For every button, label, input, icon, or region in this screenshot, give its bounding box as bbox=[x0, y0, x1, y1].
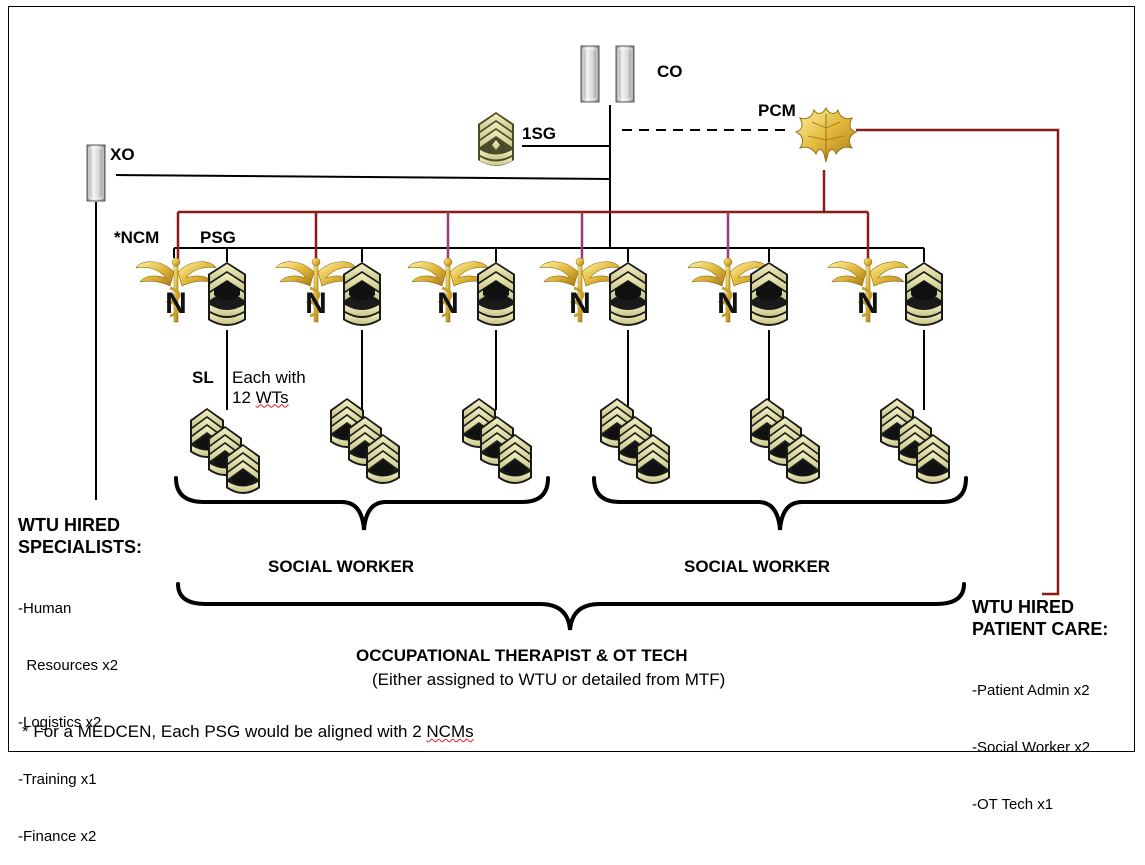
specialists-title-line1: WTU HIRED bbox=[18, 515, 120, 535]
list-item: -OT Tech x1 bbox=[972, 796, 1054, 813]
list-item: Resources x2 bbox=[18, 657, 119, 674]
sergeant-first-class-insignia bbox=[750, 262, 788, 326]
staff-sergeant-insignia bbox=[750, 398, 820, 484]
staff-sergeant-insignia bbox=[600, 398, 670, 484]
grouping-braces bbox=[174, 476, 968, 631]
staff-sergeant-insignia bbox=[190, 408, 260, 494]
first-sergeant-insignia bbox=[478, 112, 514, 166]
sergeant-first-class-insignia bbox=[343, 262, 381, 326]
squad-note: Each with 12 WTs bbox=[232, 368, 306, 407]
staff-sergeant-insignia bbox=[880, 398, 950, 484]
ncm-psg-teams bbox=[134, 256, 943, 326]
nurse-corps-insignia bbox=[826, 256, 910, 324]
specialists-title: WTU HIRED SPECIALISTS: bbox=[18, 514, 142, 558]
command-lines bbox=[95, 105, 925, 500]
pcm-label: PCM bbox=[758, 101, 796, 120]
specialists-title-line2: SPECIALISTS: bbox=[18, 537, 143, 557]
social-worker-right-label: SOCIAL WORKER bbox=[684, 557, 831, 576]
co-label: CO bbox=[657, 62, 683, 81]
xo-label: XO bbox=[110, 145, 135, 164]
footnote-text: * For a MEDCEN, Each PSG would be aligne… bbox=[22, 722, 427, 741]
sl-label: SL bbox=[192, 368, 214, 387]
psg-label: PSG bbox=[200, 228, 236, 247]
lieutenant-bar-insignia bbox=[86, 144, 106, 202]
staff-sergeant-insignia bbox=[462, 398, 532, 484]
ncm-label: *NCM bbox=[114, 228, 160, 247]
staff-sergeant-insignia bbox=[330, 398, 400, 484]
occupational-subtitle: (Either assigned to WTU or detailed from… bbox=[372, 670, 726, 689]
sergeant-first-class-insignia bbox=[208, 262, 246, 326]
squad-note-line1: Each with bbox=[232, 368, 306, 387]
social-worker-left-label: SOCIAL WORKER bbox=[268, 557, 415, 576]
occupational-title: OCCUPATIONAL THERAPIST & OT TECH bbox=[356, 646, 688, 665]
list-item: -Logistics x2 bbox=[18, 714, 102, 731]
list-item: -Patient Admin x2 bbox=[972, 682, 1090, 699]
patient-care-title-line1: WTU HIRED bbox=[972, 597, 1074, 617]
list-item: -Social Worker x2 bbox=[972, 739, 1091, 756]
patient-care-title: WTU HIRED PATIENT CARE: bbox=[972, 596, 1108, 640]
footnote-ncms: NCMs bbox=[426, 722, 474, 741]
nurse-corps-insignia bbox=[538, 256, 622, 324]
list-item: -Human bbox=[18, 600, 72, 617]
footnote: * For a MEDCEN, Each PSG would be aligne… bbox=[22, 722, 474, 742]
social-worker-brace-left bbox=[174, 476, 550, 531]
org-chart: N bbox=[86, 45, 1060, 631]
nurse-corps-insignia bbox=[134, 256, 218, 324]
major-oak-leaf-insignia bbox=[795, 107, 857, 163]
list-item: -Training x1 bbox=[18, 771, 97, 788]
occupational-brace bbox=[176, 582, 966, 631]
squad-leader-stacks bbox=[190, 398, 950, 494]
medical-lines bbox=[176, 128, 1060, 596]
patient-care-list: -Patient Admin x2 -Social Worker x2 -OT … bbox=[972, 643, 1090, 833]
squad-note-wts: WTs bbox=[255, 387, 289, 407]
specialists-list: -Human Resources x2 -Logistics x2 -Train… bbox=[18, 561, 118, 865]
nurse-corps-insignia bbox=[406, 256, 490, 324]
squad-note-count: 12 bbox=[232, 387, 256, 407]
sergeant-first-class-insignia bbox=[477, 262, 515, 326]
sergeant-first-class-insignia bbox=[609, 262, 647, 326]
first-sergeant-label: 1SG bbox=[522, 124, 557, 143]
list-item: -Finance x2 bbox=[18, 828, 97, 845]
sergeant-first-class-insignia bbox=[905, 262, 943, 326]
social-worker-brace-right bbox=[592, 476, 968, 531]
patient-care-title-line2: PATIENT CARE: bbox=[972, 619, 1109, 639]
diagram-frame bbox=[8, 6, 1135, 752]
captain-bars-insignia bbox=[580, 45, 635, 103]
